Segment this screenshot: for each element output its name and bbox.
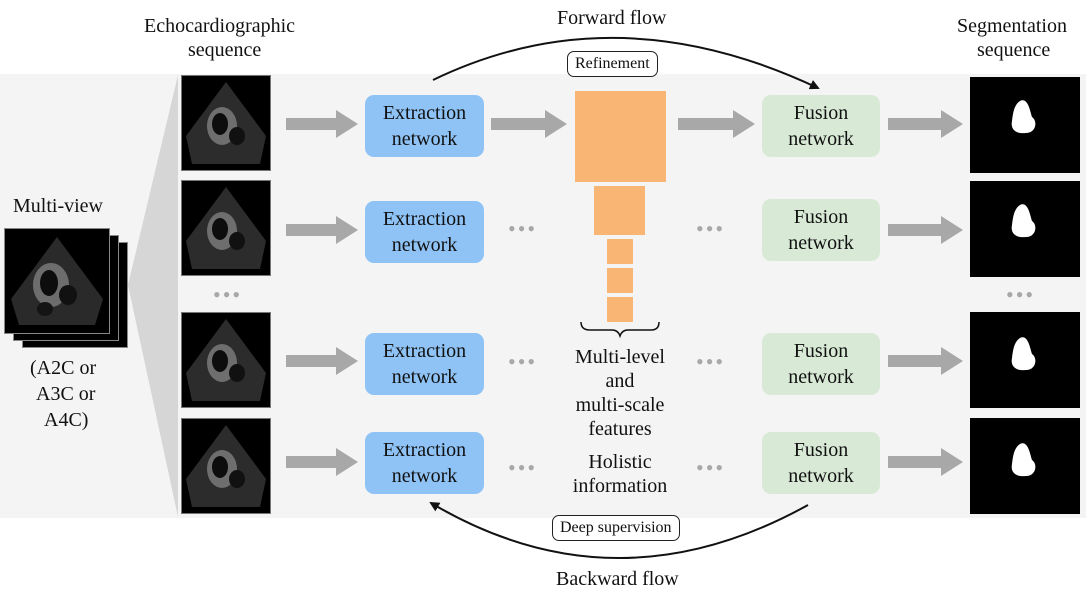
forward-flow-arc xyxy=(432,36,820,90)
fusion-label-line1: Fusion xyxy=(793,206,849,228)
seg-frame-1 xyxy=(970,77,1080,173)
arrow-features-to-fusion xyxy=(678,110,755,138)
seg-sequence-heading-2: sequence xyxy=(977,39,1051,61)
echo-frame-4 xyxy=(181,418,271,514)
extraction-network-2: Extraction network xyxy=(365,201,484,263)
extraction-label-line1: Extraction xyxy=(382,340,467,362)
arrow-fusion-to-seg-3 xyxy=(888,347,963,375)
multiview-image-stack xyxy=(4,228,128,348)
echo-sequence-heading-2: sequence xyxy=(188,39,262,61)
fusion-label-line2: network xyxy=(788,465,854,487)
extraction-network-4: Extraction network xyxy=(365,432,484,494)
extraction-label-line1: Extraction xyxy=(382,439,467,461)
arrow-fusion-to-seg-4 xyxy=(888,448,963,476)
forward-flow-label: Forward flow xyxy=(557,7,667,29)
fusion-network-1: Fusion network xyxy=(762,95,880,157)
echo-frame-3 xyxy=(181,312,271,408)
arrow-fusion-to-seg-2 xyxy=(888,216,963,244)
ellipsis-right-row4: ••• xyxy=(696,455,726,480)
stack-frame-front xyxy=(4,228,110,334)
seg-frame-3 xyxy=(970,312,1080,408)
extraction-label-line2: network xyxy=(391,234,458,256)
feature-block-level2 xyxy=(594,186,645,235)
extraction-label-line2: network xyxy=(391,128,458,150)
features-label-line2: and xyxy=(605,370,635,392)
arrow-fusion-to-seg-1 xyxy=(888,110,963,138)
ellipsis-right-row2: ••• xyxy=(696,216,726,241)
features-label-line3: multi-scale xyxy=(575,394,665,416)
ellipsis-left-row2: ••• xyxy=(508,216,538,241)
feature-block-level3 xyxy=(607,239,633,264)
extraction-label-line1: Extraction xyxy=(382,102,467,124)
ellipsis-right-row3: ••• xyxy=(696,349,726,374)
multiview-views-line3: A4C) xyxy=(44,409,89,431)
echo-image xyxy=(11,237,103,325)
deep-supervision-tag: Deep supervision xyxy=(552,515,680,541)
features-label-line1: Multi-level xyxy=(575,346,665,368)
multiview-views-line1: (A2C or xyxy=(30,357,97,379)
features-brace xyxy=(580,321,660,339)
fusion-label-line2: network xyxy=(788,128,854,150)
extraction-network-1: Extraction network xyxy=(365,95,484,157)
echo-frame-2 xyxy=(181,180,271,276)
extraction-network-3: Extraction network xyxy=(365,333,484,395)
view-fan xyxy=(128,75,178,517)
flow-arrows xyxy=(286,110,963,476)
arrow-echo-to-extraction-4 xyxy=(286,448,358,476)
arrow-echo-to-extraction-1 xyxy=(286,110,358,138)
echo-sequence-heading-1: Echocardiographic xyxy=(144,15,296,37)
feature-block-level5 xyxy=(607,297,633,322)
seg-sequence-heading-1: Segmentation xyxy=(957,15,1067,37)
fusion-network-3: Fusion network xyxy=(762,333,880,395)
features-label-line4: features xyxy=(588,418,652,440)
arrow-echo-to-extraction-2 xyxy=(286,216,358,244)
arrow-echo-to-extraction-3 xyxy=(286,347,358,375)
extraction-label-line2: network xyxy=(391,465,458,487)
fusion-label-line1: Fusion xyxy=(793,340,849,362)
ellipsis-left-row3: ••• xyxy=(508,349,538,374)
feature-block-level1 xyxy=(575,91,666,182)
echo-ellipsis: ••• xyxy=(213,282,243,307)
arrow-extraction-to-features xyxy=(491,110,567,138)
fusion-network-4: Fusion network xyxy=(762,432,880,494)
multiview-views-line2: A3C or xyxy=(36,383,96,405)
seg-frame-2 xyxy=(970,181,1080,277)
seg-frame-4 xyxy=(970,418,1080,514)
backward-flow-label: Backward flow xyxy=(556,568,679,590)
holistic-label-line1: Holistic xyxy=(588,451,652,473)
multiview-title: Multi-view xyxy=(13,195,103,217)
fusion-network-2: Fusion network xyxy=(762,199,880,261)
fusion-label-line2: network xyxy=(788,232,854,254)
refinement-tag: Refinement xyxy=(567,51,658,77)
echo-frame-1 xyxy=(181,75,271,171)
seg-ellipsis: ••• xyxy=(1006,282,1036,307)
extraction-label-line2: network xyxy=(391,366,458,388)
feature-block-level4 xyxy=(607,268,633,293)
backward-flow-arc xyxy=(429,501,809,559)
ellipsis-left-row4: ••• xyxy=(508,455,538,480)
extraction-label-line1: Extraction xyxy=(382,208,467,230)
fusion-label-line2: network xyxy=(788,366,854,388)
fusion-label-line1: Fusion xyxy=(793,102,849,124)
holistic-label-line2: information xyxy=(572,475,668,497)
fusion-label-line1: Fusion xyxy=(793,439,849,461)
